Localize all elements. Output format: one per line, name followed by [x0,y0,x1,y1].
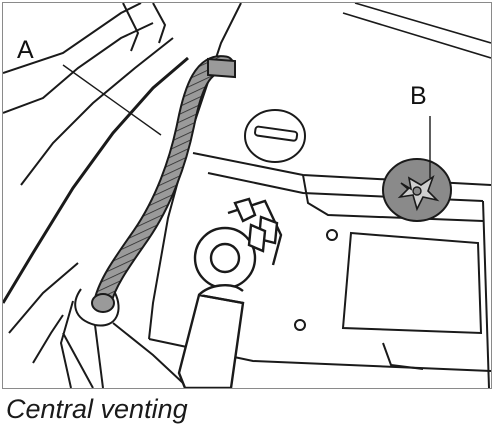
label-b: B [410,82,427,110]
leader-lines [62,64,431,178]
battery-top-details [294,229,483,370]
venting-hose [91,55,236,313]
label-a: A [17,36,34,64]
battery-terminal-cable [177,197,283,388]
battery-venting-diagram: A B [3,3,491,388]
venting-plug [382,158,452,222]
leader-line-a [62,64,162,136]
left-body-panel [3,3,189,388]
hose-outlet [62,288,184,388]
illustration-frame: A B [2,2,492,389]
figure-caption: Central venting [6,394,188,424]
cell-cap [244,109,306,163]
top-right-edges [342,3,491,59]
